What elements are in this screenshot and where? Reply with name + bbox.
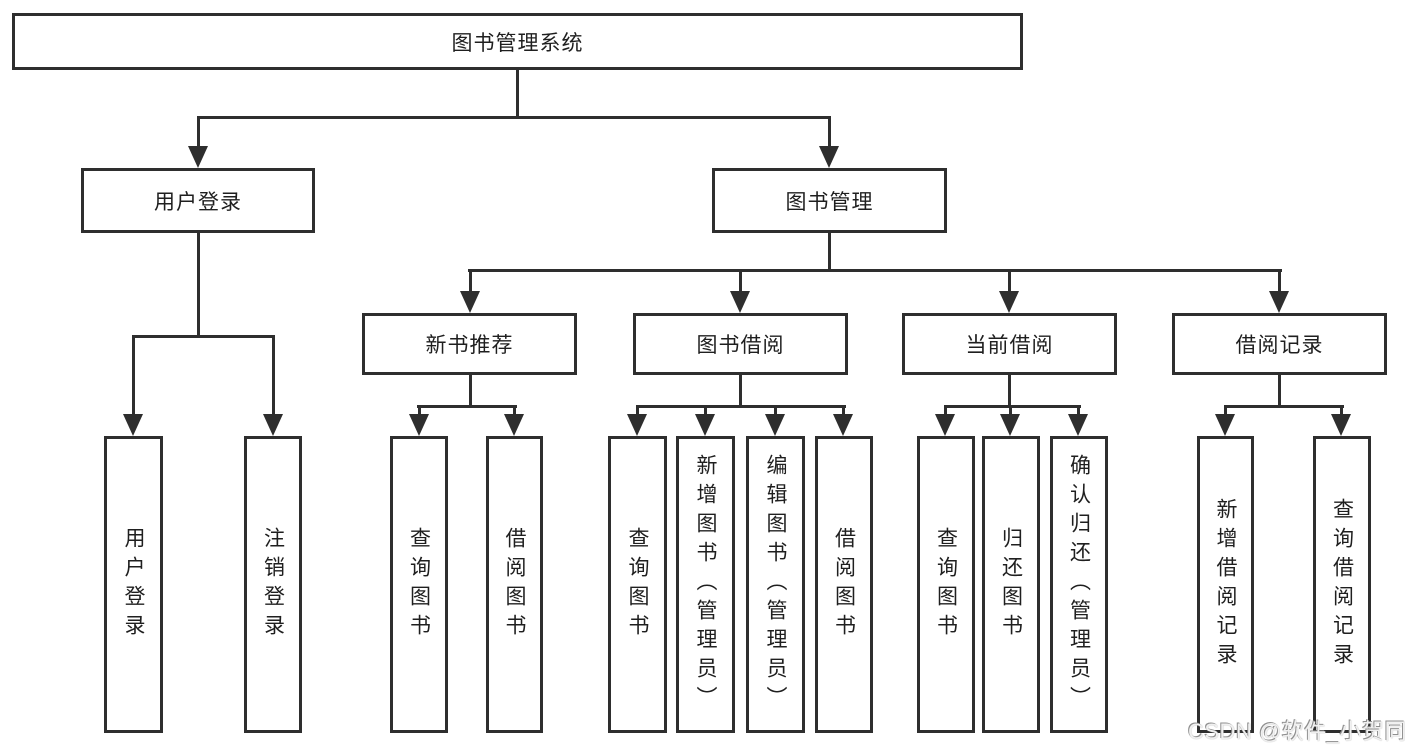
node-user-login: 用户登录: [81, 168, 315, 233]
connector-newbooks-down: [469, 374, 472, 407]
connector-leaf-c3-stem: [774, 407, 777, 416]
connector-records-rail: [1224, 405, 1344, 408]
leaf-add-books-admin: 新增图书（管理员）: [676, 436, 735, 733]
node-book-management: 图书管理: [712, 168, 947, 233]
node-root-library-system: 图书管理系统: [12, 13, 1023, 70]
connector-currentborrow-stem: [1008, 272, 1011, 293]
connector-records-down: [1278, 374, 1281, 407]
connector-level2-rail: [197, 116, 831, 119]
connector-currentborrow-rail: [944, 405, 1081, 408]
connector-bookborrow-stem: [739, 272, 742, 293]
connector-leaf-c2-stem: [704, 407, 707, 416]
connector-leaf-a2-stem: [272, 338, 275, 416]
arrow-to-borrow-records: [1269, 291, 1289, 313]
connector-leaf-d3-stem: [1077, 407, 1080, 416]
arrow-to-leaf-e2: [1331, 414, 1351, 436]
arrow-to-new-books: [460, 291, 480, 313]
node-new-book-recommend: 新书推荐: [362, 313, 577, 375]
connector-leaf-c1-stem: [636, 407, 639, 416]
arrow-to-leaf-c1: [627, 414, 647, 436]
connector-newbooks-stem: [469, 272, 472, 293]
connector-leaf-e1-stem: [1224, 407, 1227, 416]
connector-root-stem: [516, 70, 519, 118]
leaf-user-login: 用户登录: [104, 436, 163, 733]
leaf-query-books-current: 查询图书: [917, 436, 975, 733]
connector-user-login-stem: [197, 119, 200, 147]
arrow-to-leaf-user-login: [123, 414, 143, 436]
connector-currentborrow-down: [1008, 374, 1011, 407]
connector-records-stem: [1278, 272, 1281, 293]
arrow-to-leaf-c3: [765, 414, 785, 436]
arrow-to-leaf-b2: [504, 414, 524, 436]
connector-bookborrow-rail: [636, 405, 846, 408]
connector-leaf-a1-stem: [132, 338, 135, 416]
leaf-borrow-books-recommend: 借阅图书: [486, 436, 543, 733]
arrow-to-leaf-c2: [695, 414, 715, 436]
arrow-to-leaf-logout: [263, 414, 283, 436]
connector-user-login-down: [197, 231, 200, 337]
leaf-borrow-books: 借阅图书: [815, 436, 873, 733]
connector-leaf-d1-stem: [944, 407, 947, 416]
arrow-to-user-login: [188, 146, 208, 168]
arrow-to-leaf-e1: [1215, 414, 1235, 436]
leaf-query-books-borrow: 查询图书: [608, 436, 667, 733]
connector-user-login-rail: [132, 335, 275, 338]
leaf-query-books-recommend: 查询图书: [390, 436, 448, 733]
connector-book-mgmt-down: [828, 231, 831, 272]
node-borrow-records: 借阅记录: [1172, 313, 1387, 375]
leaf-logout: 注销登录: [244, 436, 302, 733]
leaf-add-borrow-record: 新增借阅记录: [1197, 436, 1254, 733]
arrow-to-leaf-d2: [1000, 414, 1020, 436]
connector-bookborrow-down: [739, 374, 742, 407]
arrow-to-book-borrow: [730, 291, 750, 313]
connector-leaf-b2-stem: [513, 407, 516, 416]
arrow-to-leaf-b1: [409, 414, 429, 436]
node-book-borrow: 图书借阅: [633, 313, 848, 375]
leaf-query-borrow-record: 查询借阅记录: [1313, 436, 1371, 733]
arrow-to-leaf-d1: [935, 414, 955, 436]
arrow-to-book-mgmt: [819, 146, 839, 168]
connector-book-mgmt-stem: [828, 119, 831, 147]
csdn-watermark: CSDN @软件_小贺同学: [1188, 719, 1405, 744]
connector-leaf-b1-stem: [418, 407, 421, 416]
arrow-to-current-borrow: [999, 291, 1019, 313]
connector-newbooks-rail: [417, 405, 517, 408]
connector-leaf-c4-stem: [842, 407, 845, 416]
leaf-confirm-return-admin: 确认归还（管理员）: [1050, 436, 1108, 733]
connector-leaf-d2-stem: [1009, 407, 1012, 416]
arrow-to-leaf-c4: [833, 414, 853, 436]
node-current-borrow: 当前借阅: [902, 313, 1117, 375]
leaf-edit-books-admin: 编辑图书（管理员）: [746, 436, 805, 733]
leaf-return-books: 归还图书: [982, 436, 1040, 733]
connector-leaf-e2-stem: [1340, 407, 1343, 416]
arrow-to-leaf-d3: [1068, 414, 1088, 436]
connector-level3-rail: [468, 269, 1282, 272]
